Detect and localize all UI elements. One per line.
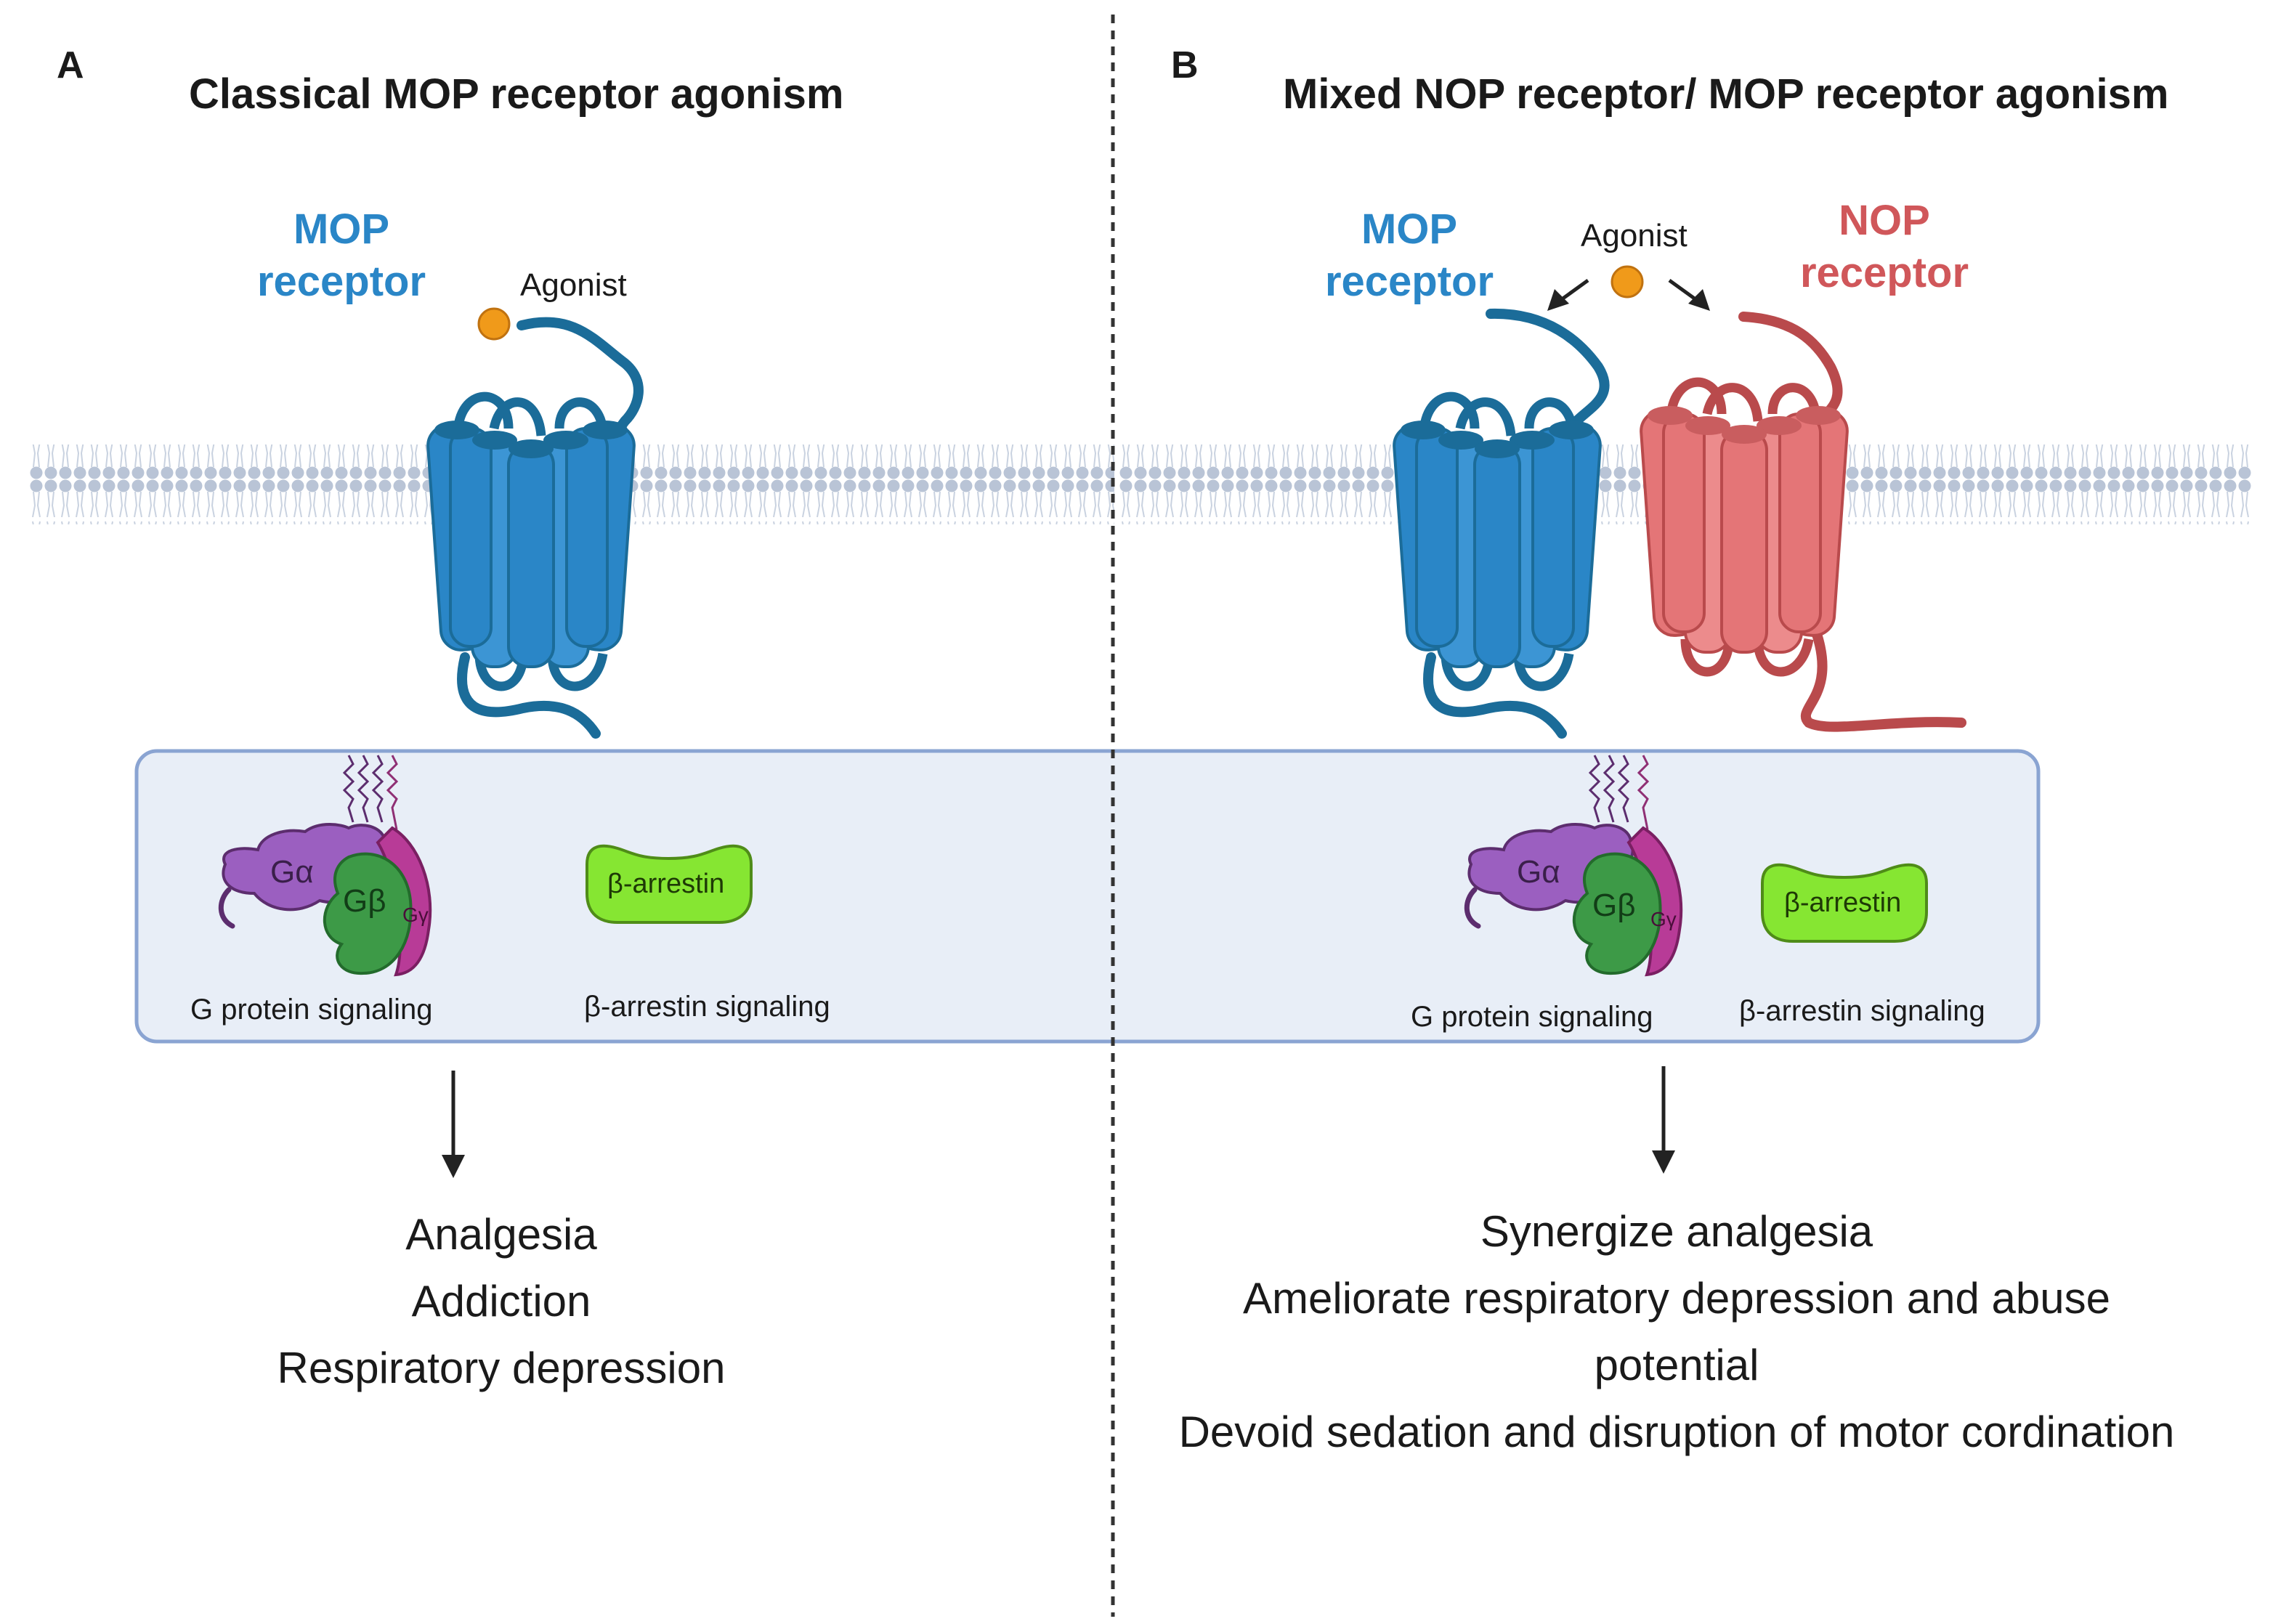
g-protein-signaling-label-a: G protein signaling [190,994,433,1026]
g-protein-complex-icon-b [1464,755,1683,977]
intracellular-signaling-box [134,749,2041,1044]
arrestin-icon-b [1761,863,1928,943]
g-beta-label-a: Gβ [343,883,386,919]
agonist-label-a: Agonist [520,267,627,303]
nop-label-line2: receptor [1799,249,1969,296]
arrestin-signaling-label-a: β-arrestin signaling [584,991,830,1023]
outcome-b-2: Ameliorate respiratory depression and ab… [1243,1274,2110,1323]
mop-label-line1: MOP [293,206,390,253]
agonist-icon-a [477,307,511,341]
down-arrow-icon-a [442,1071,465,1178]
panel-b-letter: B [1171,44,1199,86]
mop-receptor-icon-b [1393,308,1610,739]
g-protein-complex-icon-a [218,755,432,977]
panel-a-letter: A [57,44,84,86]
agonist-label-b: Agonist [1581,218,1688,253]
mop-b-label-line1: MOP [1361,206,1458,253]
g-alpha-label-b: Gα [1517,854,1560,890]
panel-b-title: Mixed NOP receptor/ MOP receptor agonism [1283,70,2169,118]
arrestin-signaling-label-b: β-arrestin signaling [1739,995,1985,1027]
down-arrow-icon-b [1652,1066,1675,1174]
panel-a-title: Classical MOP receptor agonism [189,70,844,118]
g-beta-label-b: Gβ [1592,888,1636,923]
outcome-a-3: Respiratory depression [277,1344,726,1392]
mop-receptor-label-a: MOP receptor [247,203,436,308]
g-gamma-label-b: Gγ [1650,908,1677,930]
agonist-icon-b [1611,265,1644,299]
arrestin-label-a: β-arrestin [607,869,725,899]
outcome-b-3: potential [1594,1341,1759,1389]
mop-receptor-label-b: MOP receptor [1315,203,1504,308]
g-gamma-label-a: Gγ [402,904,429,926]
mop-label-line2: receptor [256,258,426,305]
arrestin-label-b: β-arrestin [1784,888,1902,918]
outcomes-list-a: Analgesia Addiction Respiratory depressi… [0,1201,1082,1402]
g-alpha-label-a: Gα [270,854,314,890]
outcome-a-2: Addiction [411,1277,591,1325]
mop-receptor-icon-a [426,317,644,739]
arrow-to-mop-icon [1547,278,1589,311]
nop-receptor-icon-b [1640,312,1966,732]
nop-label-line1: NOP [1839,197,1930,244]
nop-receptor-label-b: NOP receptor [1790,195,1979,299]
outcome-b-1: Synergize analgesia [1480,1207,1873,1256]
mop-b-label-line2: receptor [1324,258,1494,305]
g-protein-signaling-label-b: G protein signaling [1411,1001,1653,1033]
arrestin-icon-a [586,844,753,924]
outcome-a-1: Analgesia [405,1210,597,1259]
outcome-b-4: Devoid sedation and disruption of motor … [1178,1408,2175,1456]
outcomes-list-b: Synergize analgesia Ameliorate respirato… [1095,1198,2258,1466]
arrow-to-nop-icon [1668,278,1710,311]
